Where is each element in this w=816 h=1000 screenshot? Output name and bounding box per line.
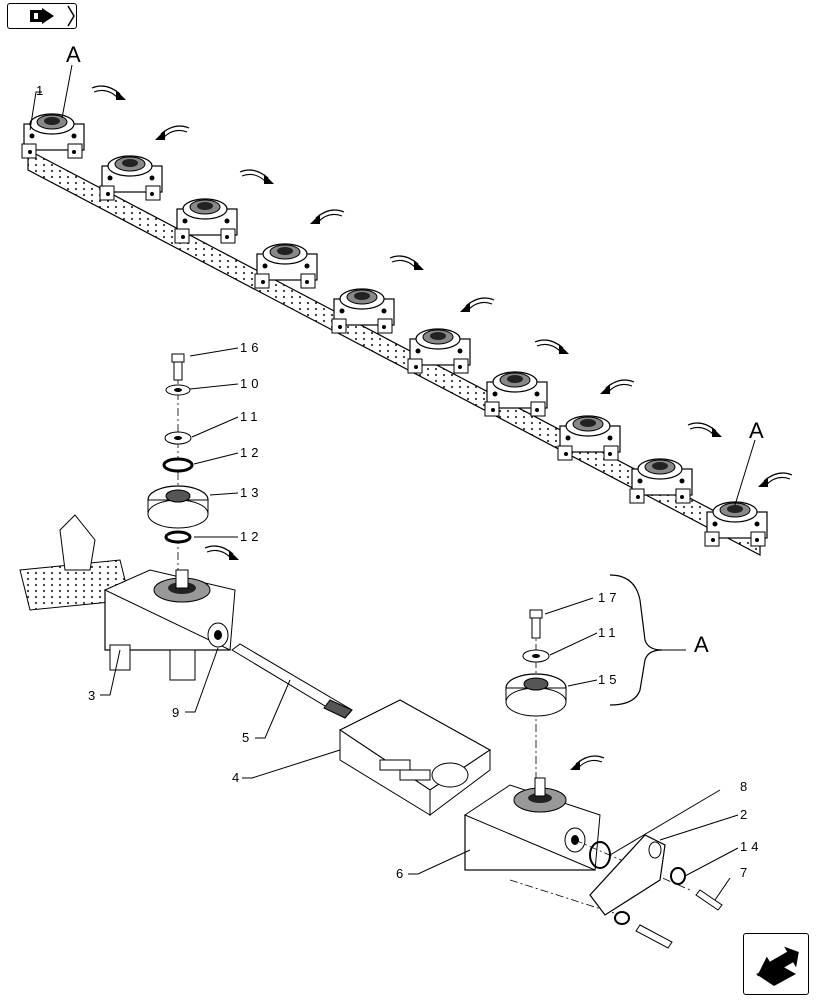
next-page-arrow-icon	[756, 946, 799, 986]
callout-8: 8	[740, 779, 752, 794]
callout-1: 1	[36, 83, 48, 98]
left-part-stack	[147, 353, 209, 575]
right-part-stack	[505, 609, 567, 780]
callout-6: 6	[396, 866, 408, 881]
cutter-bar-assembly	[21, 113, 768, 556]
callout-13: 13	[240, 485, 263, 500]
callout-15: 15	[598, 672, 621, 687]
drive-shaft-5	[231, 643, 353, 719]
callout-12-lower: 12	[240, 529, 263, 544]
next-page-button[interactable]	[743, 933, 809, 995]
gearbox-assembly-3	[19, 514, 236, 681]
callout-11-left: 11	[240, 409, 262, 424]
callout-11-right: 11	[598, 625, 620, 640]
callout-4: 4	[232, 770, 244, 785]
callout-9: 9	[172, 705, 184, 720]
callout-10: 10	[240, 376, 263, 391]
callout-14: 14	[740, 839, 763, 854]
callout-17: 17	[598, 590, 621, 605]
callout-7: 7	[740, 865, 752, 880]
assembly-ref-top: A	[66, 42, 81, 67]
callout-12-upper: 12	[240, 445, 263, 460]
bracket-and-fasteners	[589, 834, 723, 949]
leader-lines	[100, 347, 739, 901]
callout-5: 5	[242, 730, 254, 745]
callout-3: 3	[88, 688, 100, 703]
book-arrow-icon	[30, 5, 75, 27]
callout-2: 2	[740, 807, 752, 822]
gearbox-assembly-6	[463, 777, 691, 916]
assembly-ref-brace: A	[694, 632, 709, 657]
rotation-arrows	[91, 85, 793, 771]
assembly-ref-right: A	[749, 418, 764, 443]
housing-4	[338, 699, 492, 816]
previous-section-button[interactable]	[7, 3, 77, 29]
callout-16: 16	[240, 340, 263, 355]
